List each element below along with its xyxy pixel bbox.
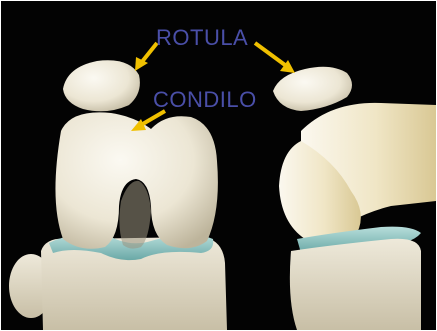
label-rotula: ROTULA [156,25,248,50]
right-knee-side-view [273,67,436,330]
tibia-side [290,239,421,330]
label-condilo: CONDILO [153,87,257,112]
